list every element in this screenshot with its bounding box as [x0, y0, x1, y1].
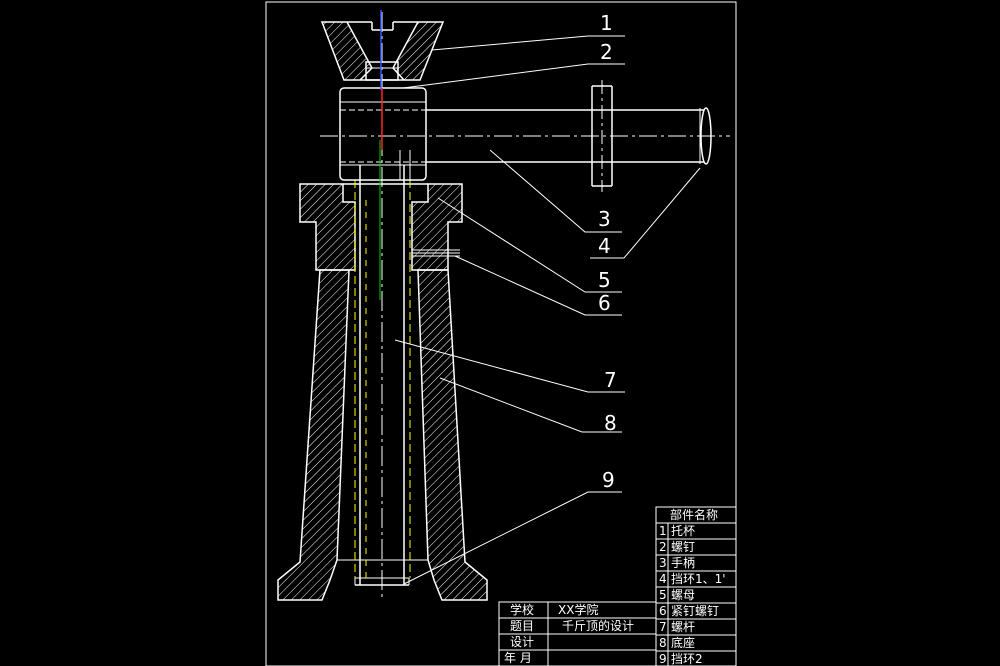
base-right-wall [417, 269, 488, 601]
center-lines [320, 10, 730, 600]
screw-head-block [339, 87, 427, 181]
parts-row-9-no: 9 [659, 652, 667, 666]
title-topic-value: 千斤顶的设计 [562, 618, 634, 633]
parts-row-7-no: 7 [659, 620, 667, 634]
parts-row-1-no: 1 [659, 524, 667, 538]
title-topic-label: 题目 [510, 619, 534, 633]
parts-row-5-name: 螺母 [671, 588, 695, 602]
callout-4: 4 [598, 234, 611, 258]
cup-right-section [392, 21, 445, 81]
leader-6 [454, 255, 622, 316]
callout-1: 1 [600, 11, 613, 35]
callout-8: 8 [604, 411, 617, 435]
title-design-label: 设计 [510, 635, 534, 649]
leader-7 [394, 339, 625, 393]
parts-row-8-no: 8 [659, 636, 667, 650]
leader-3 [489, 149, 622, 233]
parts-table-text: 部件名称 1 托杯 2 螺钉 3 手柄 4 挡环1、1' 5 螺母 6 紧钉螺钉… [659, 507, 726, 666]
base-part [277, 269, 488, 601]
title-school-label: 学校 [510, 602, 534, 617]
handle-part [339, 87, 704, 181]
drawing-frame [265, 1, 737, 666]
callout-3: 3 [598, 207, 611, 231]
nut-left-section [299, 183, 356, 271]
parts-row-1-name: 托杯 [671, 524, 695, 538]
callout-9: 9 [602, 468, 615, 492]
leader-4 [590, 167, 701, 259]
leader-8 [439, 377, 622, 433]
leader-lines [394, 35, 701, 585]
parts-row-3-no: 3 [659, 556, 667, 570]
callout-2: 2 [600, 40, 613, 64]
nut-right-section [411, 183, 463, 271]
parts-row-9-name: 挡环2 [671, 652, 703, 666]
parts-table [655, 506, 737, 666]
parts-row-6-no: 6 [659, 604, 667, 618]
callout-6: 6 [598, 291, 611, 315]
leader-9 [403, 491, 622, 585]
title-school-value: XX学院 [558, 602, 598, 617]
leader-2 [402, 63, 625, 89]
base-left-wall [277, 269, 350, 601]
callout-7: 7 [604, 368, 617, 392]
leader-5 [437, 197, 622, 293]
cup-left-section [320, 21, 373, 81]
parts-row-6-name: 紧钉螺钉 [671, 604, 719, 618]
parts-table-header: 部件名称 [670, 507, 718, 522]
nut-part [299, 183, 463, 271]
parts-row-2-no: 2 [659, 540, 667, 554]
parts-row-4-name: 挡环1、1' [671, 572, 726, 586]
callout-5: 5 [598, 268, 611, 292]
title-block [498, 601, 657, 666]
set-screw-part [412, 249, 460, 257]
parts-row-4-no: 4 [659, 572, 667, 586]
title-date-label: 年 月 [504, 651, 532, 665]
parts-row-5-no: 5 [659, 588, 667, 602]
parts-row-8-name: 底座 [671, 635, 695, 650]
leader-1 [431, 35, 625, 51]
parts-row-7-name: 螺杆 [671, 620, 695, 634]
parts-row-3-name: 手柄 [671, 556, 695, 570]
title-block-text: 学校 XX学院 题目 千斤顶的设计 设计 年 月 [504, 602, 634, 665]
parts-row-2-name: 螺钉 [671, 540, 695, 554]
callout-labels: 1 2 3 4 5 6 7 8 9 [598, 11, 617, 492]
